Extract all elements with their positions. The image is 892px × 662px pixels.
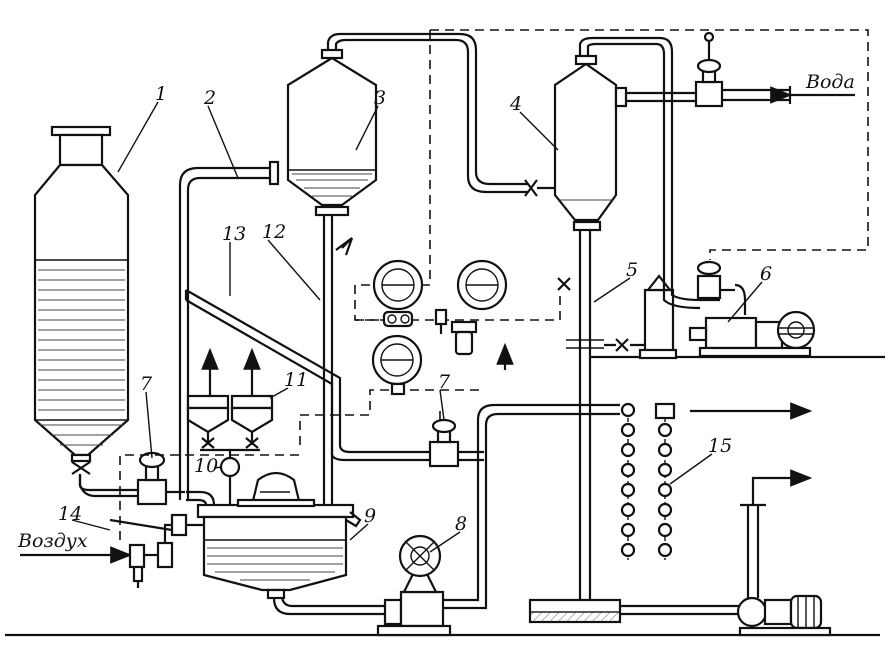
collector-tank xyxy=(186,471,362,600)
label-13: 13 xyxy=(222,223,246,245)
small-separator xyxy=(434,308,514,370)
label-9: 9 xyxy=(364,505,376,527)
recorder-gauges xyxy=(371,259,508,396)
label-14: 14 xyxy=(58,503,82,525)
settling-tank xyxy=(286,48,378,217)
control-lines xyxy=(119,29,869,540)
label-10: 10 xyxy=(194,455,218,477)
label-3: 3 xyxy=(374,87,386,109)
water-label: Вода xyxy=(805,71,855,93)
label-5: 5 xyxy=(626,259,638,281)
label-15: 15 xyxy=(708,435,732,457)
leader-lines xyxy=(71,101,763,553)
label-6: 6 xyxy=(760,263,772,285)
label-2: 2 xyxy=(203,87,216,109)
label-8: 8 xyxy=(455,513,467,535)
air-inlet xyxy=(20,513,204,588)
dosing-pump xyxy=(219,450,241,505)
label-12: 12 xyxy=(262,221,286,243)
discharge-pump xyxy=(736,469,832,637)
filters xyxy=(186,347,274,452)
air-label: Воздух xyxy=(17,530,88,552)
label-11: 11 xyxy=(284,369,308,391)
label-7b: 7 xyxy=(438,371,451,393)
storage-column xyxy=(33,125,130,475)
label-1: 1 xyxy=(155,83,167,105)
inclined-pipe xyxy=(184,289,430,462)
circulation-pump xyxy=(376,534,452,637)
valve-7-middle[interactable] xyxy=(428,418,484,468)
label-7a: 7 xyxy=(140,373,153,395)
valve-7-left[interactable] xyxy=(136,451,185,506)
hot-well xyxy=(528,598,745,624)
callout-labels: 1 2 3 4 5 6 7 7 8 9 10 11 12 13 14 15 xyxy=(58,83,772,535)
spray-manifold xyxy=(620,402,813,560)
barometric-leg xyxy=(557,230,604,600)
condenser-column xyxy=(553,36,674,280)
label-4: 4 xyxy=(509,93,522,115)
